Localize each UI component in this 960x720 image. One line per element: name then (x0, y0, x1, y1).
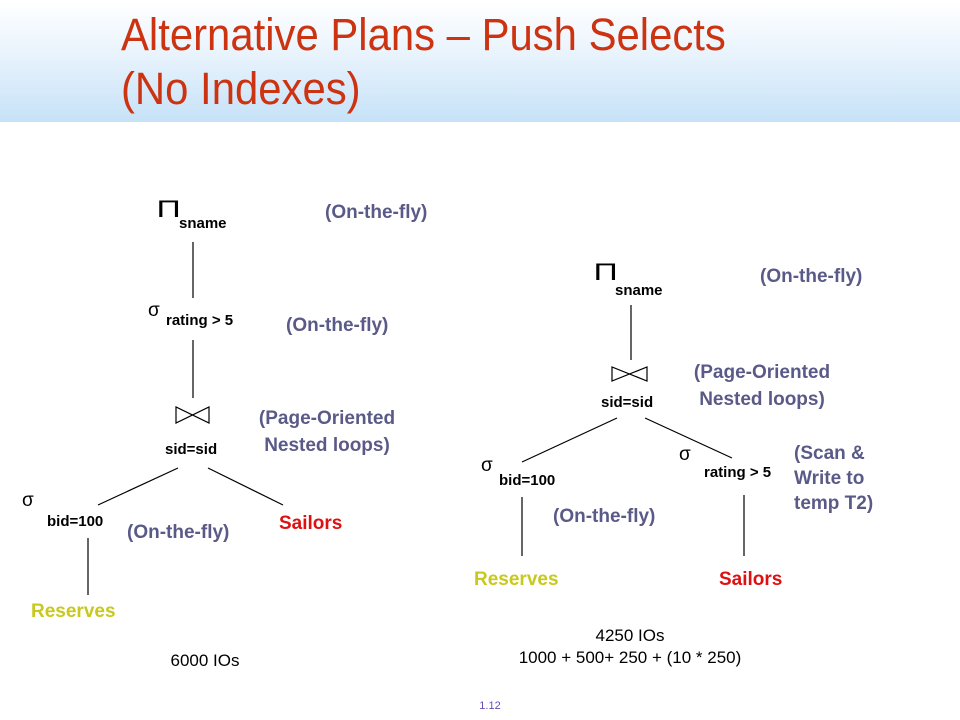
left-annot-lower-select: (On-the-fly) (127, 522, 230, 543)
left-edge-join-bid (97, 467, 179, 506)
right-edge-join-bid (521, 417, 618, 463)
right-edge-join-rating (644, 417, 733, 459)
right-join-bowtie (611, 366, 648, 382)
right-select-left-cond: bid=100 (499, 472, 556, 489)
right-annot-select-right-line3: temp T2) (794, 493, 874, 514)
left-cost: 6000 IOs (170, 651, 240, 670)
left-annot-join-line2: Nested loops) (264, 435, 390, 456)
right-annot-select-left: (On-the-fly) (553, 506, 656, 527)
left-lower-select-cond: bid=100 (47, 513, 104, 530)
slide-title-line1: Alternative Plans – Push Selects (121, 9, 726, 60)
left-relation-sailors: Sailors (279, 513, 343, 534)
right-annot-select-right-line2: Write to (794, 468, 865, 489)
left-project-symbol-icon: Π (156, 196, 181, 223)
right-relation-sailors: Sailors (719, 569, 783, 590)
right-cost-line2: 1000 + 500+ 250 + (10 * 250) (518, 648, 742, 667)
right-select-left-symbol-icon: σ (481, 455, 493, 476)
right-select-right-symbol-icon: σ (679, 444, 691, 465)
right-cost: 4250 IOs 1000 + 500+ 250 + (10 * 250) (470, 625, 790, 669)
left-annot-join: (Page-Oriented Nested loops) (244, 405, 410, 459)
right-project-symbol-icon: Π (593, 259, 618, 286)
right-annot-select-right-line1: (Scan & (794, 443, 865, 464)
right-project-attr: sname (615, 282, 663, 299)
left-lower-select-symbol-icon: σ (22, 490, 34, 511)
slide-title-line2: (No Indexes) (121, 63, 361, 114)
left-select-symbol-icon: σ (148, 300, 160, 321)
slide-number: 1.12 (479, 700, 501, 712)
right-select-right-cond: rating > 5 (704, 464, 772, 481)
left-edge-join-sailors (207, 467, 284, 506)
slide-title: Alternative Plans – Push Selects (No Ind… (121, 8, 893, 116)
left-join-cond: sid=sid (165, 441, 218, 458)
right-annot-select-right: (Scan & Write to temp T2) (794, 441, 873, 516)
left-relation-reserves: Reserves (31, 601, 116, 622)
right-join-cond: sid=sid (601, 394, 654, 411)
right-annot-project: (On-the-fly) (760, 266, 863, 287)
left-select-cond: rating > 5 (166, 312, 234, 329)
left-join-bowtie (175, 406, 210, 424)
left-annot-join-line1: (Page-Oriented (258, 408, 396, 429)
left-project-attr: sname (179, 215, 227, 232)
right-cost-line1: 4250 IOs (595, 626, 665, 645)
right-annot-join-line2: Nested loops) (699, 389, 825, 410)
left-annot-select: (On-the-fly) (286, 315, 389, 336)
right-relation-reserves: Reserves (474, 569, 559, 590)
header-band (0, 0, 960, 122)
right-annot-join-line1: (Page-Oriented (693, 362, 831, 383)
left-annot-project: (On-the-fly) (325, 202, 428, 223)
right-annot-join: (Page-Oriented Nested loops) (677, 359, 847, 413)
